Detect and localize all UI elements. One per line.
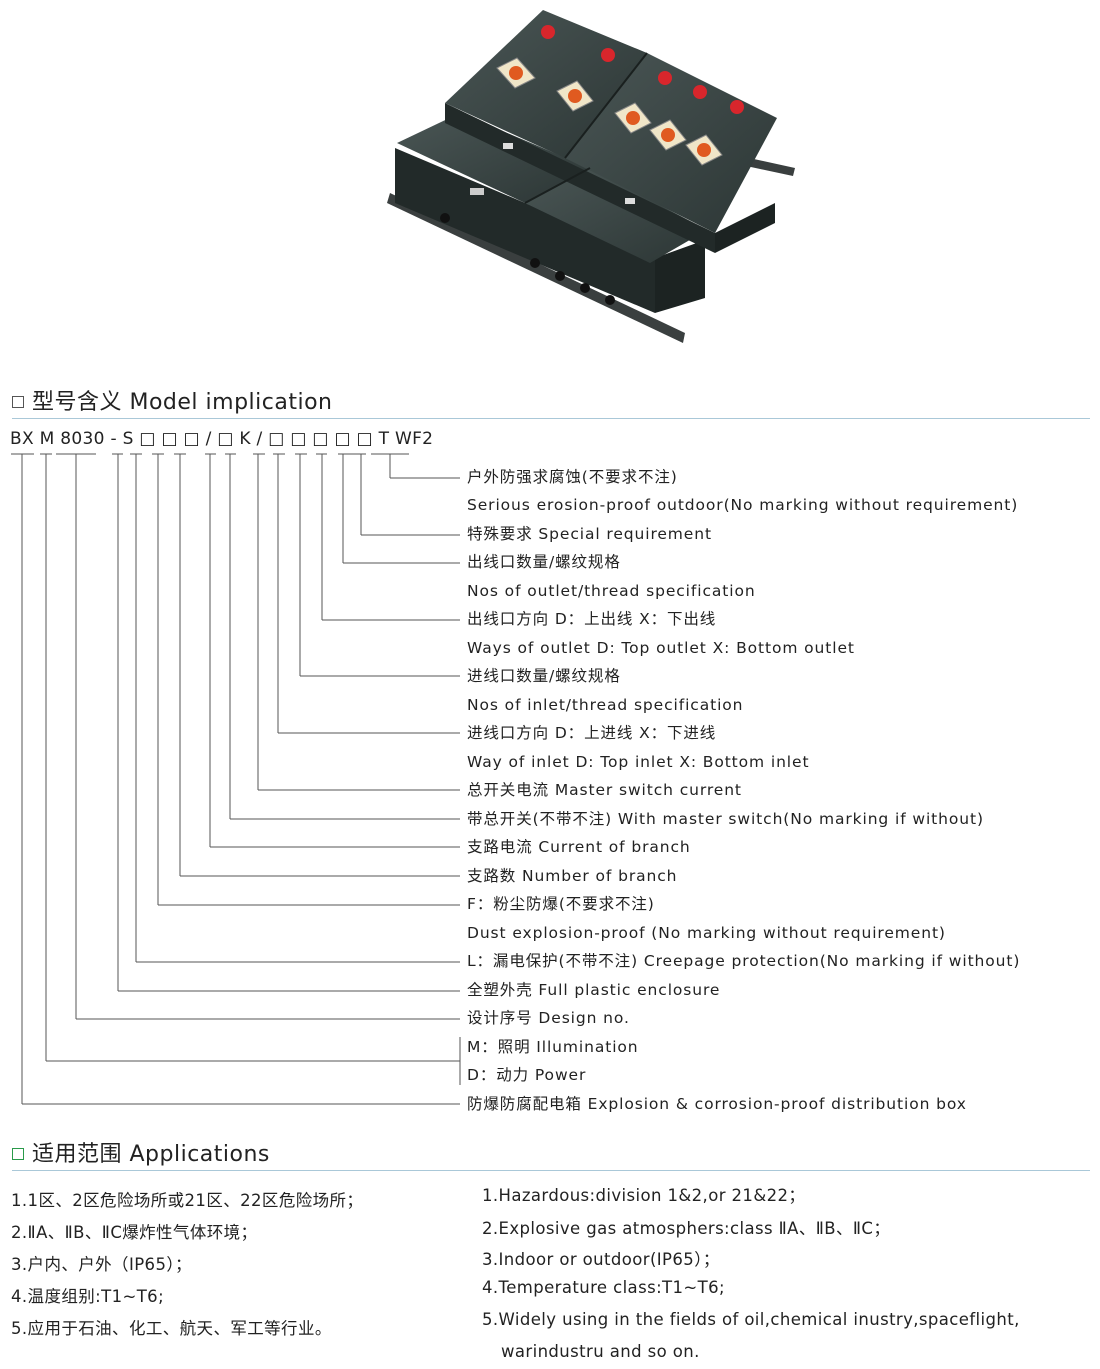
section-divider	[12, 1170, 1090, 1171]
model-code: BX M 8030 - S □ □ □ / □ K / □ □ □ □ □ T …	[10, 429, 434, 449]
section-divider	[12, 418, 1090, 419]
description-line: Way of inlet D: Top inlet X: Bottom inle…	[467, 753, 810, 771]
application-en-item: 1.Hazardous:division 1&2,or 21&22；	[482, 1186, 806, 1205]
heading-bullet-icon	[12, 396, 24, 408]
application-cn-item: 5.应用于石油、化工、航天、军工等行业。	[11, 1319, 332, 1338]
description-line: 特殊要求 Special requirement	[467, 525, 712, 543]
description-line: Serious erosion-proof outdoor(No marking…	[467, 496, 1019, 514]
applications-title: 适用范围 Applications	[32, 1142, 270, 1167]
description-line: 出线口数量/螺纹规格	[467, 553, 621, 571]
description-line: 全塑外壳 Full plastic enclosure	[467, 981, 721, 999]
application-cn-item: 3.户内、户外（IP65）；	[11, 1255, 192, 1274]
description-line: 户外防强求腐蚀(不要求不注)	[467, 468, 678, 486]
application-en-item: 5.Widely using in the fields of oil,chem…	[482, 1310, 1020, 1329]
application-en-item: 2.Explosive gas atmosphers:class ⅡA、ⅡB、Ⅱ…	[482, 1219, 891, 1238]
description-line: 进线口方向 D：上进线 X：下进线	[467, 724, 717, 742]
description-line: 防爆防腐配电箱 Explosion & corrosion-proof dist…	[467, 1095, 967, 1113]
product-photo	[387, 10, 795, 343]
description-line: 支路数 Number of branch	[467, 867, 678, 885]
application-en-item: 4.Temperature class:T1~T6;	[482, 1278, 725, 1297]
description-line: 进线口数量/螺纹规格	[467, 667, 621, 685]
description-line: 总开关电流 Master switch current	[467, 781, 742, 799]
description-line: 出线口方向 D：上出线 X：下出线	[467, 610, 717, 628]
description-line: 支路电流 Current of branch	[467, 838, 691, 856]
description-line: F：粉尘防爆(不要求不注)	[467, 895, 655, 913]
applications-heading: 适用范围 Applications	[12, 1136, 270, 1168]
heading-bullet-icon	[12, 1148, 24, 1160]
model-implication-heading: 型号含义 Model implication	[12, 384, 333, 416]
application-cn-item: 1.1区、2区危险场所或21区、22区危险场所；	[11, 1191, 364, 1210]
application-en-item: 3.Indoor or outdoor(IP65）；	[482, 1250, 720, 1269]
description-line: Ways of outlet D: Top outlet X: Bottom o…	[467, 639, 855, 657]
description-line: Nos of outlet/thread specification	[467, 582, 756, 600]
application-en-item: warindustru and so on.	[501, 1342, 700, 1361]
model-code-diagram	[11, 453, 461, 1105]
description-line: D：动力 Power	[467, 1066, 587, 1084]
application-cn-item: 2.ⅡA、ⅡB、ⅡC爆炸性气体环境；	[11, 1223, 258, 1242]
application-cn-item: 4.温度组别:T1~T6;	[11, 1287, 165, 1306]
description-line: Dust explosion-proof (No marking without…	[467, 924, 946, 942]
model-implication-title: 型号含义 Model implication	[32, 390, 333, 415]
description-line: Nos of inlet/thread specification	[467, 696, 744, 714]
description-line: M：照明 Illumination	[467, 1038, 639, 1056]
description-line: L：漏电保护(不带不注) Creepage protection(No mark…	[467, 952, 1021, 970]
description-line: 设计序号 Design no.	[467, 1009, 630, 1027]
description-line: 带总开关(不带不注) With master switch(No marking…	[467, 810, 984, 828]
